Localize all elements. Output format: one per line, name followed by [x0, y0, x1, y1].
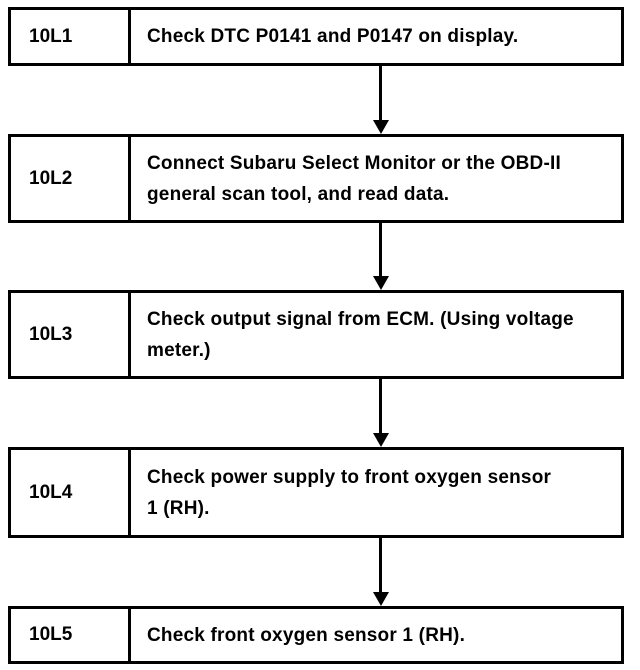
step-description: Check power supply to front oxygen senso… [147, 466, 552, 519]
step-code: 10L1 [11, 10, 131, 63]
step-code: 10L2 [11, 137, 131, 220]
step-description: Check output signal from ECM. (Using vol… [147, 308, 574, 361]
step-description: Check DTC P0141 and P0147 on display. [147, 26, 519, 47]
step-code: 10L3 [11, 293, 131, 376]
flow-arrow-1 [373, 66, 389, 134]
step-description: Connect Subaru Select Monitor or the OBD… [147, 152, 561, 205]
step-box-10L5: 10L5 Check front oxygen sensor 1 (RH). [8, 606, 624, 664]
flow-arrow-2 [373, 223, 389, 290]
step-code: 10L5 [11, 609, 131, 661]
step-box-10L4: 10L4 Check power supply to front oxygen … [8, 447, 624, 538]
step-code: 10L4 [11, 450, 131, 535]
step-box-10L1: 10L1 Check DTC P0141 and P0147 on displa… [8, 7, 624, 66]
step-description: Check front oxygen sensor 1 (RH). [147, 624, 466, 646]
step-box-10L3: 10L3 Check output signal from ECM. (Usin… [8, 290, 624, 379]
step-box-10L2: 10L2 Connect Subaru Select Monitor or th… [8, 134, 624, 223]
flow-arrow-4 [373, 538, 389, 606]
flow-arrow-3 [373, 379, 389, 447]
